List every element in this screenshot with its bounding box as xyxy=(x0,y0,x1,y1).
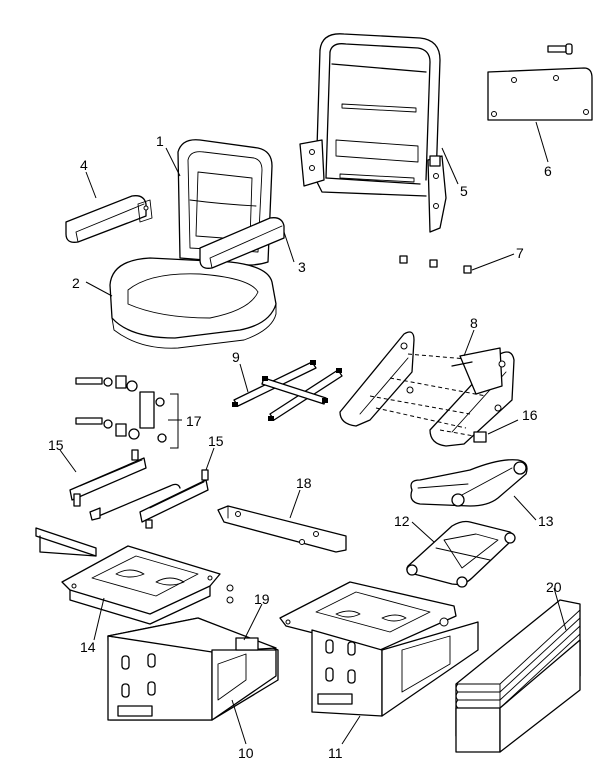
callout-16: 16 xyxy=(522,407,538,423)
callout-10: 10 xyxy=(238,745,254,761)
callout-6: 6 xyxy=(544,163,552,179)
leader-lines xyxy=(59,121,567,745)
bracket-bar xyxy=(217,505,347,553)
upper-link xyxy=(410,459,528,507)
callout-15-right: 15 xyxy=(208,433,224,449)
callout-15-left: 15 xyxy=(48,437,64,453)
callout-8: 8 xyxy=(470,315,478,331)
callout-14: 14 xyxy=(80,639,96,655)
clips xyxy=(399,255,472,274)
callout-9: 9 xyxy=(232,349,240,365)
pedestal-box xyxy=(107,617,279,721)
callout-1: 1 xyxy=(156,133,164,149)
callout-17: 17 xyxy=(186,413,202,429)
lower-link xyxy=(406,520,516,588)
slide-rails xyxy=(69,449,209,529)
back-frame xyxy=(299,33,447,233)
callout-2: 2 xyxy=(72,275,80,291)
callout-18: 18 xyxy=(296,475,312,491)
callout-13: 13 xyxy=(538,513,554,529)
bolt-icon xyxy=(547,43,573,55)
shock-hardware xyxy=(75,375,179,449)
callout-7: 7 xyxy=(516,245,524,261)
callout-labels: 1 2 3 4 5 6 7 8 9 10 11 12 13 14 15 15 1… xyxy=(48,133,562,761)
bellows-cover xyxy=(455,599,581,753)
callout-3: 3 xyxy=(298,259,306,275)
pedestal-assembly xyxy=(279,581,479,717)
callout-4: 4 xyxy=(80,157,88,173)
suspension-plate xyxy=(35,527,234,625)
cover-plate xyxy=(487,67,593,121)
callout-12: 12 xyxy=(394,513,410,529)
callout-19: 19 xyxy=(254,591,270,607)
seat-assembly xyxy=(65,139,285,349)
callout-5: 5 xyxy=(460,183,468,199)
straps xyxy=(232,360,343,421)
seat-frame xyxy=(339,331,515,447)
callout-11: 11 xyxy=(328,745,343,761)
callout-20: 20 xyxy=(546,579,562,595)
